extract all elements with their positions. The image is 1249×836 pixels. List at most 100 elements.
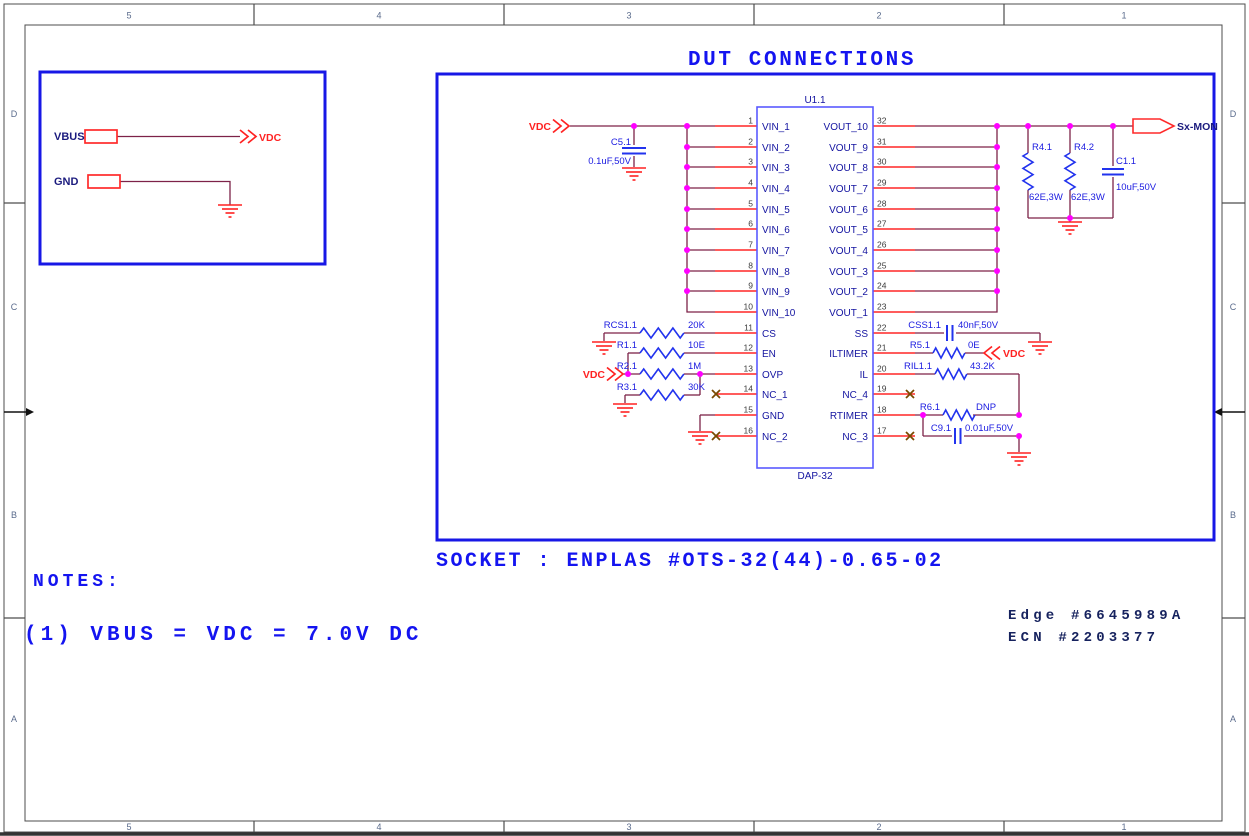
pin-number: 20 [877,364,887,374]
component-value: 62E,3W [1071,192,1105,203]
component-ref: R3.1 [617,382,637,393]
pin-number: 29 [877,178,887,188]
vbus-label: VBUS [54,131,85,143]
component-ref: R5.1 [910,340,930,351]
component-ref: C9.1 [931,423,951,434]
pin-name: OVP [762,370,783,381]
pin-name: VIN_7 [762,246,790,257]
resistor-icon [1022,152,1034,191]
pin-number: 4 [748,178,753,188]
ecn-number: ECN #2203377 [1008,630,1159,646]
pin-name: VOUT_10 [824,122,869,133]
zone-label: B [11,510,17,520]
pin-number: 21 [877,343,887,353]
zone-label: 3 [626,11,631,21]
pin-number: 19 [877,384,887,394]
resistor-icon [639,389,685,401]
component-ref: R1.1 [617,340,637,351]
zone-label: 3 [626,822,631,832]
ic-u1: U1.1 DAP-32 1 2 3 4 5 6 7 8 9 10 11 12 1… [715,95,915,482]
pin-name: VOUT_4 [829,246,868,257]
pin-number: 14 [744,384,754,394]
pin-number: 32 [877,116,887,126]
component-value: 62E,3W [1029,192,1063,203]
vdc-port-label: VDC [1003,348,1026,360]
pin-number: 24 [877,281,887,291]
pin-number: 1 [748,116,753,126]
pin-number: 16 [744,426,754,436]
ground-icon [621,167,647,181]
vbus-terminal [84,129,118,144]
component-value: DNP [976,402,996,413]
pin-number: 5 [748,199,753,209]
zone-label: D [11,109,18,119]
component-ref: CSS1.1 [908,320,941,331]
ic-pin-stubs [715,125,915,437]
resistor-icon [1064,152,1076,191]
junction-dots [625,123,1116,439]
pin-name: VOUT_9 [829,143,868,154]
pin-number: 7 [748,240,753,250]
zone-label: 2 [876,11,881,21]
pin-number: 13 [744,364,754,374]
component-value: 40nF,50V [958,320,999,331]
note-1: (1) VBUS = VDC = 7.0V DC [24,624,422,647]
pin-name: ILTIMER [829,349,868,360]
pin-number: 9 [748,281,753,291]
zone-label: A [1230,714,1236,724]
ground-icon [687,431,713,445]
component-value: 0.01uF,50V [965,423,1014,434]
zone-label: B [1230,510,1236,520]
pin-number: 18 [877,405,887,415]
pin-number: 10 [744,302,754,312]
right-pin-names: VOUT_10 VOUT_9 VOUT_8 VOUT_7 VOUT_6 VOUT… [824,122,869,443]
pin-number: 17 [877,426,887,436]
component-ref: R2.1 [617,361,637,372]
dut-connections-title: DUT CONNECTIONS [688,49,916,72]
io-box: VBUS GND VDC [38,70,327,266]
component-ref: RCS1.1 [604,320,637,331]
pin-name: VIN_4 [762,184,790,195]
component-value: 43.2K [970,361,995,372]
pin-name: NC_1 [762,390,788,401]
resistor-icon [639,368,685,380]
ic-ref: U1.1 [804,95,826,106]
pin-name: VOUT_3 [829,267,868,278]
zone-label: 5 [126,822,131,832]
edge-number: Edge #6645989A [1008,608,1184,624]
pin-name: VOUT_7 [829,184,868,195]
sx-mon-port-icon [1132,118,1176,134]
zone-label: D [1230,109,1237,119]
gnd-terminal [87,174,121,189]
pin-number: 12 [744,343,754,353]
ic-package: DAP-32 [797,471,832,482]
pin-number: 26 [877,240,887,250]
pin-name: NC_3 [842,432,868,443]
component-value: 10uF,50V [1116,182,1157,193]
pin-name: IL [860,370,869,381]
pin-name: VOUT_8 [829,163,868,174]
resistor-icon [932,347,966,359]
gnd-label: GND [54,176,79,188]
component-value: 0E [968,340,980,351]
pin-number: 11 [744,323,753,333]
vdc-port-label: VDC [529,121,552,133]
pin-number: 25 [877,261,887,271]
pin-name: VOUT_2 [829,287,868,298]
left-pin-numbers: 1 2 3 4 5 6 7 8 9 10 11 12 13 14 15 16 [744,116,754,436]
notes-heading: NOTES: [33,572,122,592]
pin-number: 3 [748,157,753,167]
pin-name: VIN_10 [762,308,796,319]
pin-name: VIN_1 [762,122,790,133]
ground-icon [1006,452,1032,466]
components: VDC VDC VDC Sx-MON C5.1 0.1uF,50V RCS1.1… [529,118,1218,466]
pin-number: 30 [877,157,887,167]
resistor-icon [639,347,685,359]
pin-name: VIN_3 [762,163,790,174]
ground-icon [591,341,617,355]
ground-icon [217,204,243,218]
pin-number: 27 [877,219,887,229]
ic-body [756,106,874,469]
sheet-frame: 5 4 3 2 1 5 4 3 2 1 D C B A D C B A [0,3,1249,836]
